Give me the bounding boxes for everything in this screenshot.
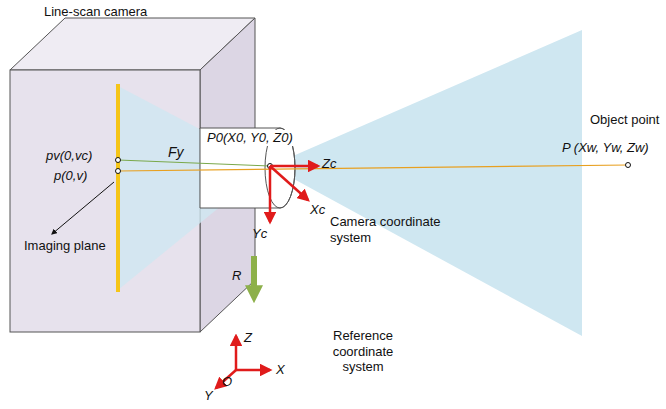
object-ray: [118, 165, 628, 171]
axis-label: Yc: [252, 226, 267, 242]
point-label: p(0,v): [54, 168, 87, 184]
part-label: Object point: [590, 112, 659, 128]
point-label: P (Xw, Yw, Zw): [562, 140, 649, 156]
part-label: Imaging plane: [24, 238, 106, 254]
point-label: pv(0,vc): [46, 148, 92, 164]
leader-line: [52, 182, 114, 234]
axis-label: Z: [244, 330, 252, 346]
axis-label: Zc: [322, 156, 336, 172]
axis-label: O: [222, 374, 232, 390]
focal-ray: [118, 160, 270, 166]
z-axis: [235, 336, 238, 370]
frame-label: Reference coordinate system: [318, 328, 408, 375]
axis-label: Xc: [310, 202, 325, 218]
x-axis: [236, 369, 270, 372]
rotation-arrow: [251, 256, 257, 296]
figure-title: Line-scan camera: [44, 4, 147, 20]
lens: [200, 128, 295, 208]
xc-axis: [270, 166, 308, 200]
frame-label: Camera coordinate system: [330, 214, 460, 245]
rotation-label: R: [232, 268, 241, 284]
image-point: [116, 169, 121, 174]
zc-axis: [270, 165, 318, 168]
object-point: [626, 163, 631, 168]
focal-length-label: Fy: [168, 144, 184, 161]
principal-point: [116, 158, 121, 163]
point-label: P0(X0, Y0, Z0): [206, 130, 294, 146]
axis-label: Y: [204, 388, 213, 404]
view-cone: [270, 30, 582, 336]
imaging-plane: [116, 84, 120, 292]
axis-label: X: [276, 362, 285, 378]
yc-axis: [269, 166, 272, 222]
